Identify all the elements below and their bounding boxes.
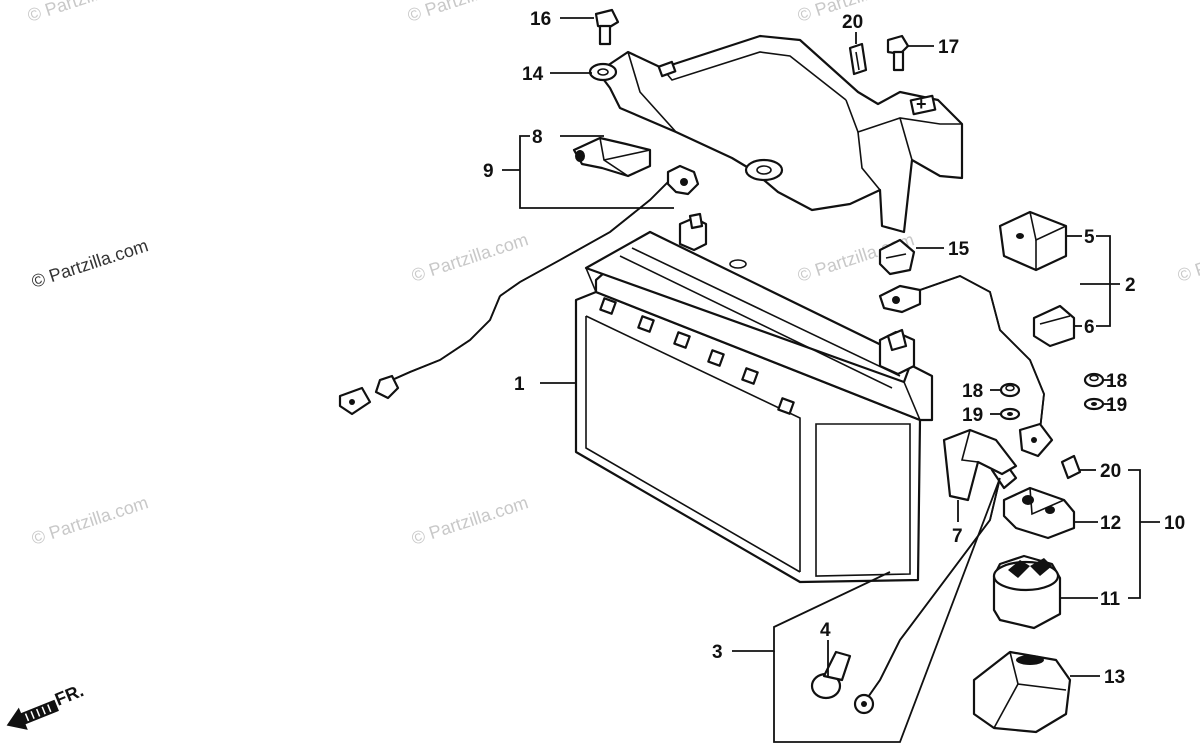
terminal-cap-part-4 bbox=[810, 650, 852, 700]
callout-labels: 1 2 3 4 5 6 7 8 9 10 11 12 13 14 15 16 1… bbox=[483, 9, 1185, 688]
watermark: © Partzilla.com bbox=[409, 492, 531, 549]
callout-11: 11 bbox=[1100, 589, 1121, 610]
callout-7: 7 bbox=[952, 526, 963, 547]
front-direction-indicator: FR. bbox=[6, 680, 86, 730]
callout-19-left: 19 bbox=[962, 405, 983, 426]
relay-switch-part-12 bbox=[1002, 486, 1076, 540]
bracket-plus-mark: + bbox=[916, 94, 927, 114]
positive-cable-part-2 bbox=[878, 275, 1054, 458]
bolt-part-16 bbox=[594, 8, 620, 46]
callout-1: 1 bbox=[514, 374, 525, 395]
watermark: © Partzilla.com bbox=[405, 0, 527, 26]
callout-17: 17 bbox=[938, 37, 959, 58]
starter-relay-part-11 bbox=[992, 554, 1062, 630]
watermark: © Partzilla.com bbox=[25, 0, 147, 26]
negative-cable-part-9 bbox=[338, 164, 700, 416]
callout-16: 16 bbox=[530, 9, 551, 30]
callout-14: 14 bbox=[522, 64, 544, 85]
callout-4: 4 bbox=[820, 620, 831, 641]
front-direction-arrow-icon bbox=[6, 699, 59, 730]
callout-6: 6 bbox=[1084, 317, 1095, 338]
terminal-cover-part-5 bbox=[998, 210, 1068, 272]
callout-18-left: 18 bbox=[962, 381, 983, 402]
callout-8: 8 bbox=[532, 127, 543, 148]
relay-cover-part-13 bbox=[972, 650, 1072, 734]
washer-part-19-left bbox=[999, 407, 1021, 421]
washer-part-19-right bbox=[1083, 397, 1105, 411]
watermark: © Partzilla.com bbox=[29, 492, 151, 549]
callout-15: 15 bbox=[948, 239, 970, 260]
callout-19-right: 19 bbox=[1106, 395, 1127, 416]
callout-13: 13 bbox=[1104, 667, 1125, 688]
battery-holder-bracket: + bbox=[588, 34, 964, 234]
terminal-cover-part-8 bbox=[572, 136, 652, 178]
callout-10: 10 bbox=[1164, 513, 1185, 534]
bolt-part-17 bbox=[886, 34, 910, 72]
front-direction-label: FR. bbox=[52, 680, 86, 709]
nut-part-18-right bbox=[1083, 372, 1105, 388]
callout-20-top: 20 bbox=[842, 12, 863, 33]
callout-2: 2 bbox=[1125, 275, 1136, 296]
callout-9: 9 bbox=[483, 161, 494, 182]
terminal-cover-part-7 bbox=[942, 428, 1018, 502]
terminal-bolt-part-15 bbox=[878, 238, 916, 276]
clip-part-20-right bbox=[1060, 454, 1082, 480]
watermark-emphasized: © Partzilla.com bbox=[29, 235, 151, 292]
terminal-cover-part-6 bbox=[1032, 304, 1076, 348]
callout-20-right: 20 bbox=[1100, 461, 1121, 482]
leader-lines bbox=[502, 17, 1160, 743]
clip-part-20-top bbox=[848, 42, 868, 76]
callout-18-right: 18 bbox=[1106, 371, 1127, 392]
callout-12: 12 bbox=[1100, 513, 1121, 534]
watermark: © Partzilla.com bbox=[409, 229, 531, 286]
battery-part-1 bbox=[574, 212, 934, 584]
nut-part-18-left bbox=[999, 382, 1021, 398]
watermark: © Partzilla.com bbox=[1175, 229, 1200, 286]
callout-3: 3 bbox=[712, 642, 723, 663]
callout-5: 5 bbox=[1084, 227, 1095, 248]
